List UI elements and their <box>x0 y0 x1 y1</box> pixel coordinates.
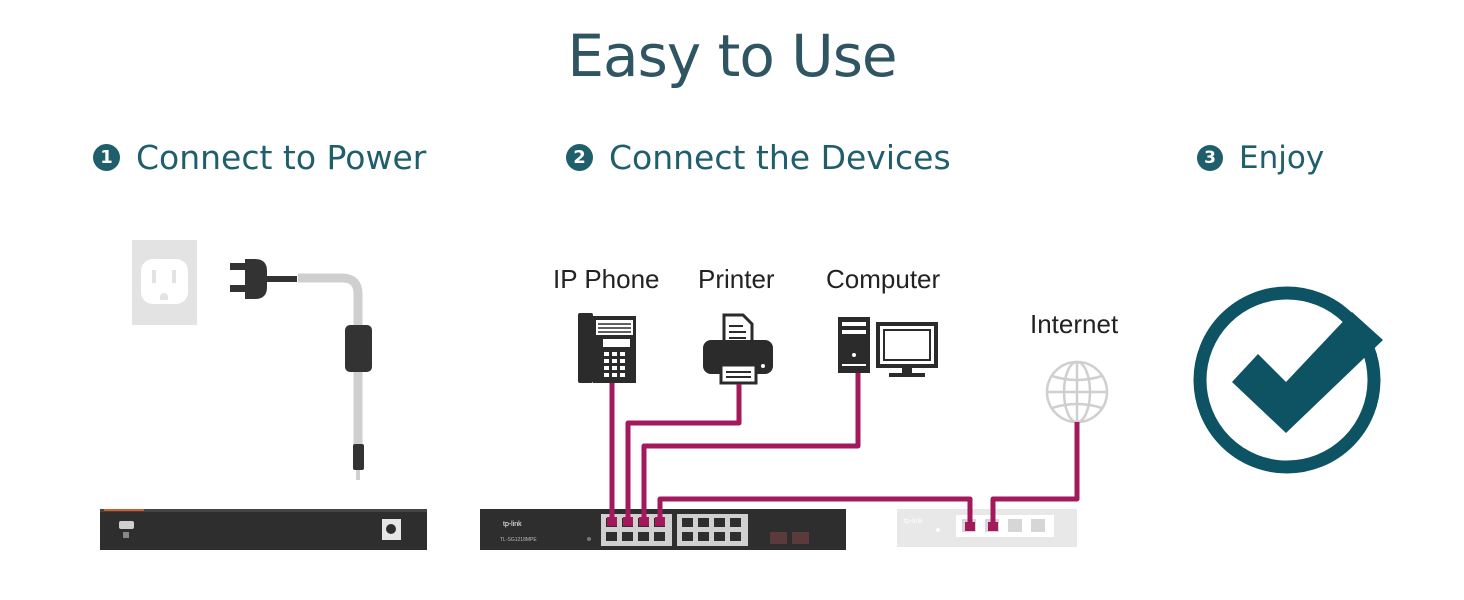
step-3-label: Enjoy <box>1239 140 1325 176</box>
globe-icon <box>1045 360 1109 424</box>
step-3-heading: 3 Enjoy <box>1197 140 1324 176</box>
router-brand-text: tp-link <box>904 518 923 525</box>
ip-phone-label: IP Phone <box>553 264 660 294</box>
step-1-label: Connect to Power <box>136 138 427 177</box>
step-2-badge: 2 <box>566 144 593 171</box>
router: tp-link <box>897 509 1077 547</box>
internet-label: Internet <box>1030 309 1119 339</box>
page-title: Easy to Use <box>567 22 897 90</box>
step-1-heading: 1 Connect to Power <box>93 138 426 177</box>
power-outlet-icon <box>132 240 197 325</box>
computer-icon <box>838 317 938 377</box>
printer-icon <box>703 313 773 385</box>
cable-connectors <box>607 517 998 531</box>
check-circle-icon <box>1193 286 1383 474</box>
ethernet-cables <box>609 373 1080 527</box>
switch-model-text: TL-SG1218MPE <box>500 537 537 543</box>
printer-label: Printer <box>698 264 775 294</box>
switch-brand-text: tp-link <box>503 521 522 528</box>
power-plug-icon <box>230 259 372 480</box>
step-3-badge: 3 <box>1197 145 1223 171</box>
step-2-heading: 2 Connect the Devices <box>566 138 951 177</box>
computer-label: Computer <box>826 264 941 294</box>
step-2-label: Connect the Devices <box>609 138 951 177</box>
ip-phone-icon <box>578 313 636 383</box>
switch-rear-panel <box>100 509 427 550</box>
step-1-badge: 1 <box>93 144 120 171</box>
poe-switch: tp-link TL-SG1218MPE <box>480 509 846 550</box>
